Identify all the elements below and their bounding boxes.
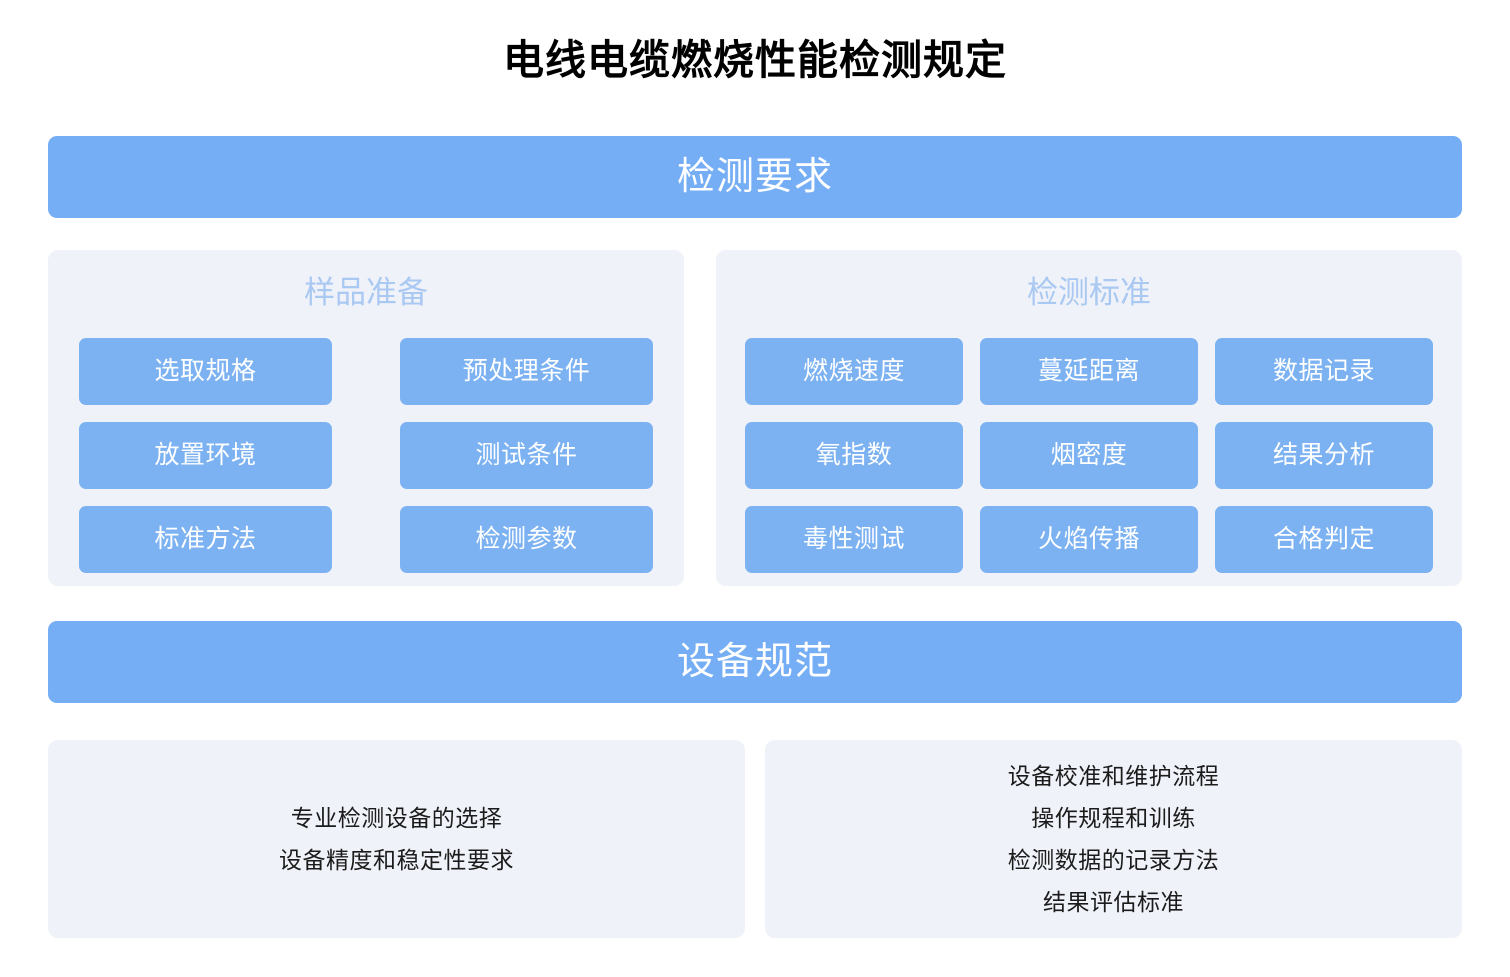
panel-test-standards: 检测标准 燃烧速度 蔓延距离 数据记录 氧指数 烟密度 结果分析 毒性测试 火焰…	[716, 250, 1462, 586]
chip-item[interactable]: 检测参数	[400, 506, 653, 573]
chip-item[interactable]: 标准方法	[79, 506, 332, 573]
chip-item[interactable]: 测试条件	[400, 422, 653, 489]
detail-list: 设备校准和维护流程 操作规程和训练 检测数据的记录方法 结果评估标准	[765, 755, 1462, 923]
chip-grid-test-standards: 燃烧速度 蔓延距离 数据记录 氧指数 烟密度 结果分析 毒性测试 火焰传播 合格…	[716, 338, 1462, 573]
page-title: 电线电缆燃烧性能检测规定	[503, 37, 1007, 83]
detail-line: 结果评估标准	[1043, 889, 1184, 915]
detail-line: 检测数据的记录方法	[1007, 847, 1220, 873]
chip-item[interactable]: 毒性测试	[745, 506, 963, 573]
chip-item[interactable]: 火焰传播	[980, 506, 1198, 573]
chip-item[interactable]: 预处理条件	[400, 338, 653, 405]
panel-title-sample-preparation: 样品准备	[304, 275, 428, 310]
chip-item[interactable]: 烟密度	[980, 422, 1198, 489]
panel-equipment-selection: 专业检测设备的选择 设备精度和稳定性要求	[48, 740, 745, 938]
section-banner-label: 检测要求	[676, 156, 833, 198]
chip-item[interactable]: 放置环境	[79, 422, 332, 489]
chip-grid-sample-preparation: 选取规格 预处理条件 放置环境 测试条件 标准方法 检测参数	[48, 338, 684, 573]
section-banner-label: 设备规范	[676, 641, 833, 683]
chip-item[interactable]: 合格判定	[1215, 506, 1433, 573]
detail-line: 设备精度和稳定性要求	[279, 847, 514, 873]
panel-sample-preparation: 样品准备 选取规格 预处理条件 放置环境 测试条件 标准方法 检测参数	[48, 250, 684, 586]
detail-line: 专业检测设备的选择	[290, 805, 503, 831]
detail-line: 操作规程和训练	[1031, 805, 1196, 831]
panel-title-test-standards: 检测标准	[1027, 275, 1151, 310]
chip-item[interactable]: 燃烧速度	[745, 338, 963, 405]
chip-item[interactable]: 选取规格	[79, 338, 332, 405]
detail-list: 专业检测设备的选择 设备精度和稳定性要求	[48, 797, 745, 881]
section-banner-equipment: 设备规范	[48, 621, 1462, 703]
section-banner-requirements: 检测要求	[48, 136, 1462, 218]
chip-item[interactable]: 氧指数	[745, 422, 963, 489]
chip-item[interactable]: 数据记录	[1215, 338, 1433, 405]
chip-item[interactable]: 结果分析	[1215, 422, 1433, 489]
panel-equipment-procedures: 设备校准和维护流程 操作规程和训练 检测数据的记录方法 结果评估标准	[765, 740, 1462, 938]
detail-line: 设备校准和维护流程	[1007, 763, 1220, 789]
chip-item[interactable]: 蔓延距离	[980, 338, 1198, 405]
